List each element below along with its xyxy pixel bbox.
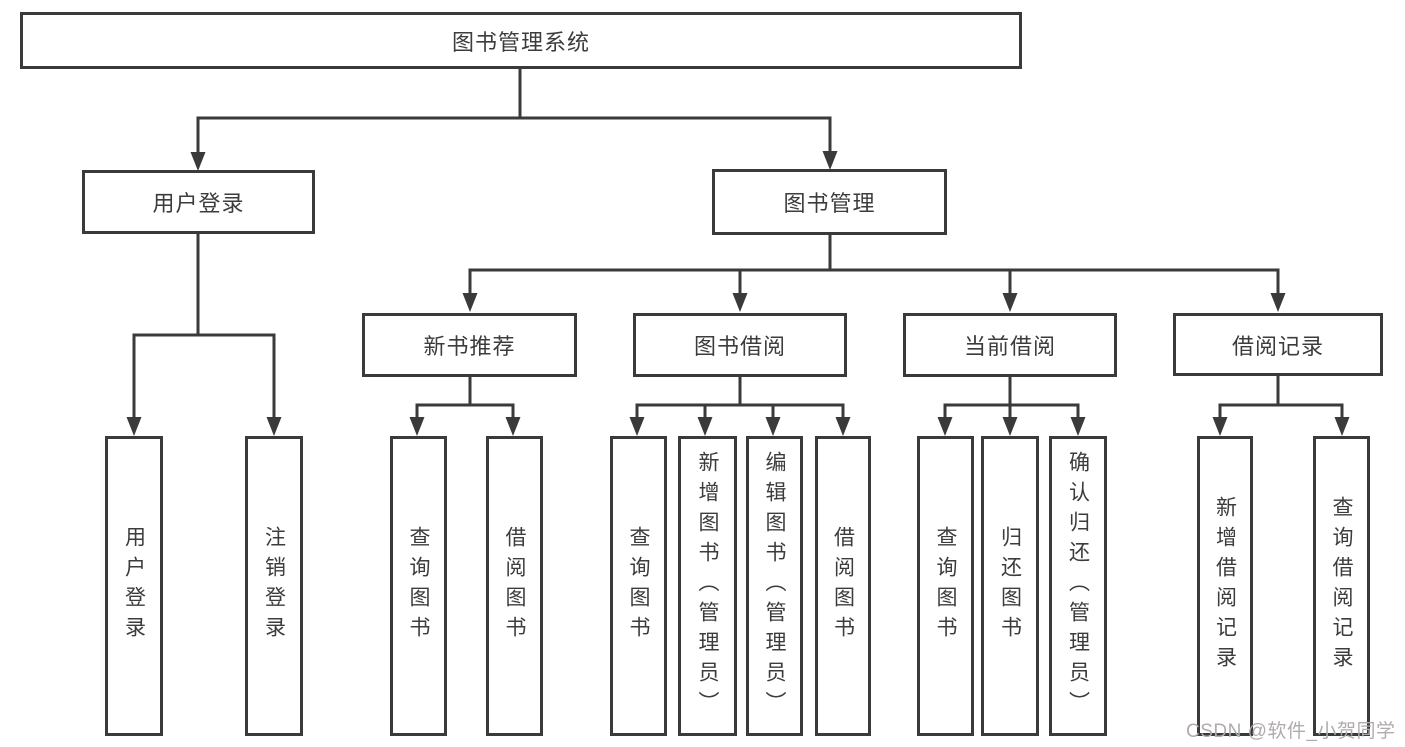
leaf-user-login: 用户登录 bbox=[105, 436, 163, 736]
leaf-add-books-admin: 新增图书（管理员） bbox=[678, 436, 737, 736]
node-borrow-records: 借阅记录 bbox=[1173, 313, 1383, 376]
node-new-book-recommend: 新书推荐 bbox=[362, 313, 577, 377]
leaf-confirm-return-admin: 确认归还（管理员） bbox=[1049, 436, 1107, 736]
leaf-borrow-books-recommend: 借阅图书 bbox=[486, 436, 543, 736]
leaf-borrow-books: 借阅图书 bbox=[815, 436, 871, 736]
leaf-add-borrow-record: 新增借阅记录 bbox=[1197, 436, 1253, 736]
csdn-watermark: CSDN @软件_小贺同学 bbox=[1186, 721, 1396, 742]
leaf-query-books-current: 查询图书 bbox=[917, 436, 974, 736]
node-current-borrow: 当前借阅 bbox=[903, 313, 1117, 377]
leaf-query-borrow-record: 查询借阅记录 bbox=[1313, 436, 1370, 736]
leaf-logout: 注销登录 bbox=[245, 436, 303, 736]
node-user-login: 用户登录 bbox=[82, 170, 315, 234]
node-book-management: 图书管理 bbox=[712, 169, 947, 235]
leaf-query-books-recommend: 查询图书 bbox=[390, 436, 447, 736]
leaf-query-books-borrow: 查询图书 bbox=[610, 436, 667, 736]
leaf-edit-books-admin: 编辑图书（管理员） bbox=[746, 436, 803, 736]
leaf-return-books: 归还图书 bbox=[981, 436, 1039, 736]
node-library-management-system: 图书管理系统 bbox=[20, 12, 1022, 69]
node-book-borrow: 图书借阅 bbox=[633, 313, 847, 377]
